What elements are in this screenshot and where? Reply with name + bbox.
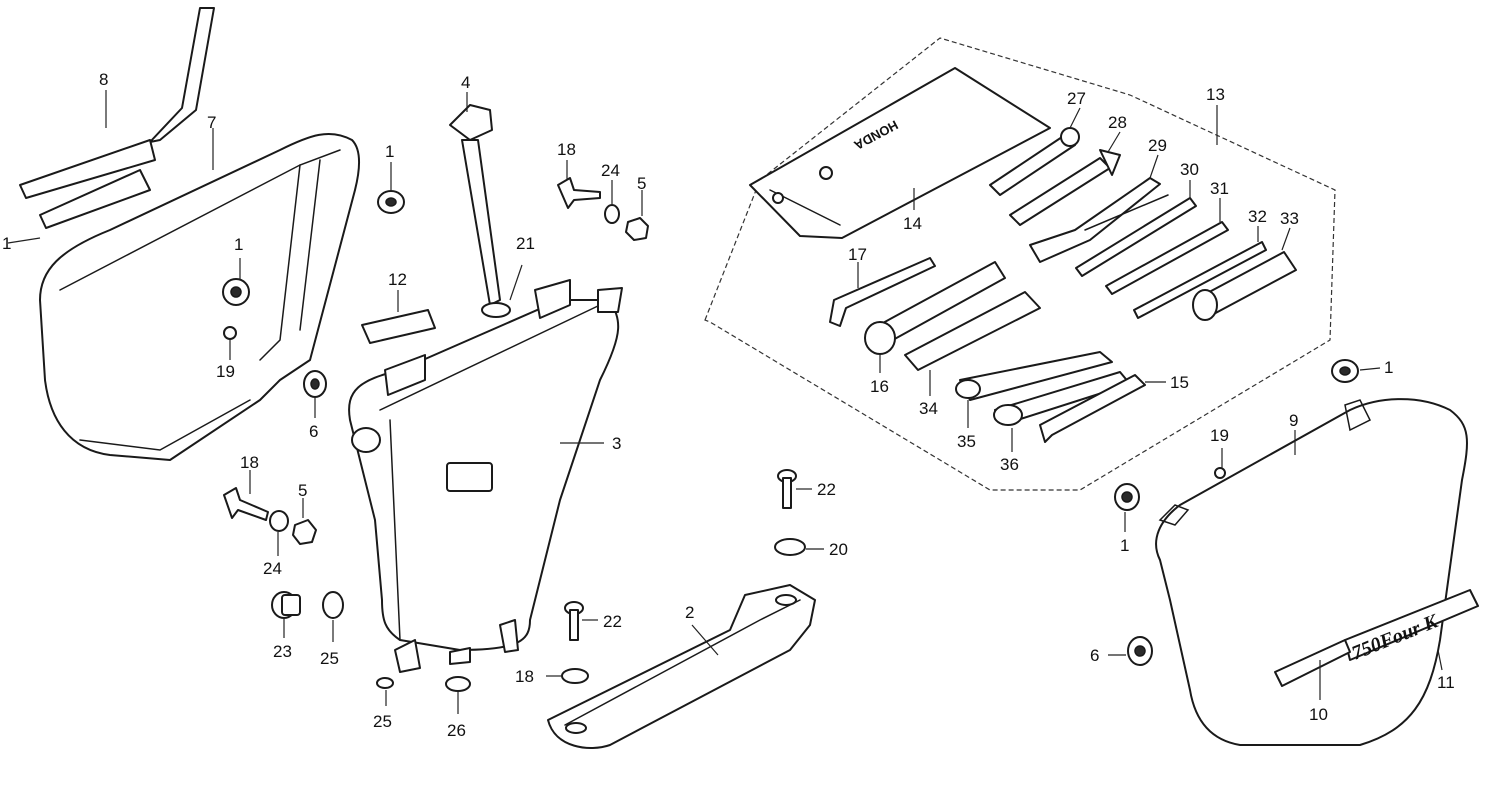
part-1-grommet-right-lower [1114,483,1140,532]
callout-21: 21 [516,234,535,253]
callout-labels: 1 8 7 1 1 19 6 4 18 24 5 21 12 3 18 5 24… [2,70,1455,740]
part-14-tool-pouch: HONDA [749,67,1051,239]
callout-27: 27 [1067,89,1086,108]
callout-31: 31 [1210,179,1229,198]
callout-1: 1 [385,142,394,161]
callout-3: 3 [612,434,621,453]
callout-1: 1 [234,235,243,254]
callout-19: 19 [1210,426,1229,445]
callout-1: 1 [1120,536,1129,555]
callout-15: 15 [1170,373,1189,392]
part-28-wrench [1009,131,1121,226]
part-24-washer-lower [269,510,289,556]
part-30-screwdriver [1075,180,1197,277]
callout-33: 33 [1280,209,1299,228]
callout-6: 6 [309,422,318,441]
part-16-spark-plug-wrench [864,261,1006,373]
part-22-bolt-lower [564,601,598,641]
part-29-pliers [1029,154,1169,263]
callout-32: 32 [1248,207,1267,226]
part-19-screw-left [223,326,237,360]
part-32-rod [1133,226,1267,319]
part-17-hex-key [829,257,936,327]
part-3-oil-tank [348,279,623,673]
callout-29: 29 [1148,136,1167,155]
callout-5: 5 [298,481,307,500]
callout-19: 19 [216,362,235,381]
part-6-grommet-right [1108,636,1153,666]
callout-9: 9 [1289,411,1298,430]
callout-10: 10 [1309,705,1328,724]
part-31-screwdriver [1105,198,1229,295]
callout-30: 30 [1180,160,1199,179]
callout-14: 14 [903,214,922,233]
callout-18: 18 [515,667,534,686]
callout-18: 18 [557,140,576,159]
part-34-bar [904,291,1041,396]
part-4-filler-cap-dipstick [449,92,501,306]
callout-20: 20 [829,540,848,559]
callout-36: 36 [1000,455,1019,474]
callout-22: 22 [603,612,622,631]
part-10-stripe [1274,639,1351,700]
callout-34: 34 [919,399,938,418]
part-7-left-side-cover [7,128,361,461]
part-18-bolt-upper [557,160,601,209]
callout-4: 4 [461,73,470,92]
part-25-washer-upper [322,591,344,642]
part-23-bolt [271,591,301,638]
callout-6: 6 [1090,646,1099,665]
callout-23: 23 [273,642,292,661]
part-1-grommet-right-upper [1331,359,1381,383]
callout-5: 5 [637,174,646,193]
callout-2: 2 [685,603,694,622]
part-26-washer [445,676,471,714]
callout-12: 12 [388,270,407,289]
part-5-nut-upper [625,190,649,241]
part-15-wrench [1039,374,1166,443]
part-5-nut-lower [292,498,317,545]
part-2-bracket [547,584,816,749]
part-1-grommet-upper [377,162,405,214]
callout-13: 13 [1206,85,1225,104]
callout-25: 25 [320,649,339,668]
callout-28: 28 [1108,113,1127,132]
callout-26: 26 [447,721,466,740]
part-12-label [361,290,436,344]
callout-17: 17 [848,245,867,264]
part-35-box-wrench [955,351,1113,428]
part-9-right-side-cover [1155,398,1468,746]
part-13-tool-kit [704,37,1336,491]
callout-25: 25 [373,712,392,731]
part-6-grommet-left [303,370,327,418]
callout-24: 24 [263,559,282,578]
part-21-o-ring [481,264,523,318]
callout-22: 22 [817,480,836,499]
callout-8: 8 [99,70,108,89]
callout-35: 35 [957,432,976,451]
callout-7: 7 [207,113,216,132]
part-18-bolt-lower [223,470,269,521]
part-8-grab-rail [19,7,215,229]
callout-1: 1 [2,234,11,253]
part-24-washer-upper [604,180,620,224]
part-27-wrench [989,107,1081,196]
callout-16: 16 [870,377,889,396]
part-33-handle [1192,227,1297,321]
callout-11: 11 [1437,673,1455,692]
callout-1: 1 [1384,358,1393,377]
part-18-washer [546,668,589,684]
part-25-washer-lower [376,677,394,706]
callout-24: 24 [601,161,620,180]
part-22-bolt-upper [777,469,812,509]
part-20-washer [774,538,824,556]
callout-18: 18 [240,453,259,472]
